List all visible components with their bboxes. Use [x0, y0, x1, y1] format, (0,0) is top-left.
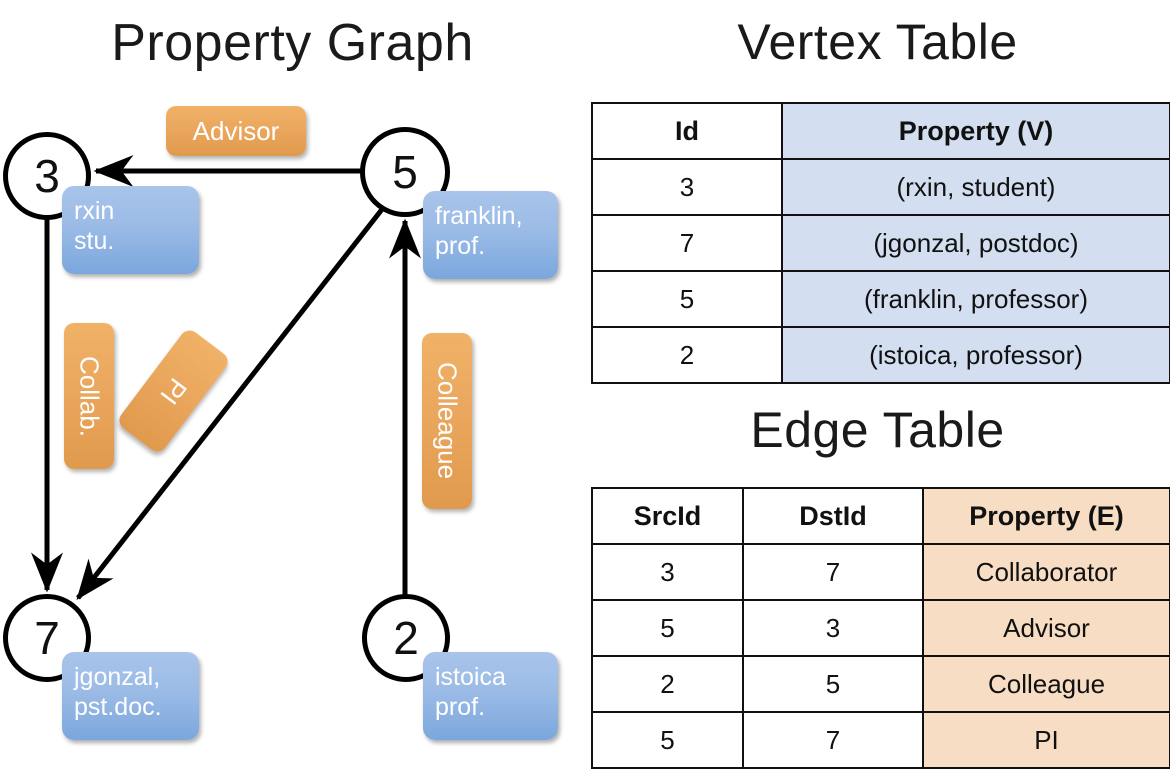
edge-dstid-cell: 7 [742, 711, 924, 769]
table-row[interactable]: 2 (istoica, professor) [591, 326, 1170, 384]
vertex-table-title: Vertex Table [737, 14, 1018, 70]
vertex-table-header-property: Property (V) [781, 102, 1170, 160]
edge-label-colleague: Colleague [422, 333, 472, 509]
property-graph-title: Property Graph [111, 14, 474, 72]
table-row[interactable]: 3 7 Collaborator [591, 543, 1170, 601]
vertex-id-cell: 5 [591, 270, 783, 328]
edge-table-header-srcid: SrcId [591, 487, 744, 545]
edge-table-header-row: SrcId DstId Property (E) [591, 487, 1170, 545]
vertex-id-cell: 7 [591, 214, 783, 272]
edge-table-header-property: Property (E) [922, 487, 1170, 545]
edge-table-header-dstid: DstId [742, 487, 924, 545]
edge-property-cell: PI [922, 711, 1170, 769]
edge-srcid-cell: 2 [591, 655, 744, 713]
edge-pi-5-to-7 [76, 206, 385, 600]
vertex-table-header-id: Id [591, 102, 783, 160]
edge-srcid-cell: 5 [591, 711, 744, 769]
edge-srcid-cell: 3 [591, 543, 744, 601]
edge-table-title: Edge Table [750, 402, 1005, 458]
edge-label-advisor: Advisor [166, 106, 306, 156]
vertex-node-5[interactable]: 5 [360, 127, 450, 217]
edge-property-cell: Advisor [922, 599, 1170, 657]
edge-label-collab: Collab. [64, 323, 114, 469]
vertex-table: Id Property (V) 3 (rxin, student) 7 (jgo… [591, 102, 1170, 384]
table-row[interactable]: 7 (jgonzal, postdoc) [591, 214, 1170, 272]
edge-table: SrcId DstId Property (E) 3 7 Collaborato… [591, 487, 1170, 769]
vertex-property-box-rxin: rxin stu. [62, 186, 199, 274]
table-row[interactable]: 5 3 Advisor [591, 599, 1170, 657]
property-graph-panel: Property Graph 3 5 7 2 rxin stu. frankli… [0, 0, 585, 760]
vertex-id-cell: 3 [591, 158, 783, 216]
vertex-property-box-istoica: istoica prof. [423, 652, 558, 740]
vertex-property-cell: (rxin, student) [781, 158, 1170, 216]
graph-edges [31, 155, 421, 600]
edge-property-cell: Collaborator [922, 543, 1170, 601]
vertex-node-2[interactable]: 2 [362, 594, 450, 682]
vertex-table-header-row: Id Property (V) [591, 102, 1170, 160]
table-row[interactable]: 5 7 PI [591, 711, 1170, 769]
table-row[interactable]: 5 (franklin, professor) [591, 270, 1170, 328]
table-row[interactable]: 3 (rxin, student) [591, 158, 1170, 216]
table-row[interactable]: 2 5 Colleague [591, 655, 1170, 713]
edge-dstid-cell: 3 [742, 599, 924, 657]
vertex-property-cell: (jgonzal, postdoc) [781, 214, 1170, 272]
vertex-property-cell: (istoica, professor) [781, 326, 1170, 384]
edge-srcid-cell: 5 [591, 599, 744, 657]
vertex-property-cell: (franklin, professor) [781, 270, 1170, 328]
edge-dstid-cell: 7 [742, 543, 924, 601]
vertex-id-cell: 2 [591, 326, 783, 384]
edge-dstid-cell: 5 [742, 655, 924, 713]
vertex-property-box-jgonzal: jgonzal, pst.doc. [62, 652, 199, 740]
edge-property-cell: Colleague [922, 655, 1170, 713]
vertex-property-box-franklin: franklin, prof. [423, 191, 558, 279]
